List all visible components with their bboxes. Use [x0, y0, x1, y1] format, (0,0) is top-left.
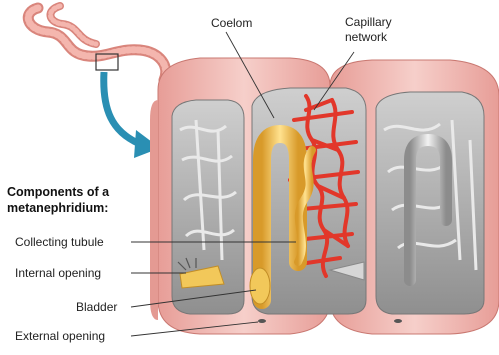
heading-line1: Components of a	[7, 185, 109, 200]
worm-thumbnail	[28, 6, 165, 80]
external-opening-label: External opening	[15, 329, 105, 343]
bladder-label: Bladder	[76, 300, 117, 314]
capillary-label-line1: Capillary	[345, 15, 392, 29]
heading-line2: metanephridium:	[7, 201, 108, 216]
capillary-label-line2: network	[345, 30, 387, 44]
internal-opening-label: Internal opening	[15, 266, 101, 280]
coelom-label: Coelom	[211, 16, 252, 30]
external-pore	[258, 319, 266, 323]
collecting-tubule-label: Collecting tubule	[15, 235, 104, 249]
external-pore-right	[394, 319, 402, 323]
